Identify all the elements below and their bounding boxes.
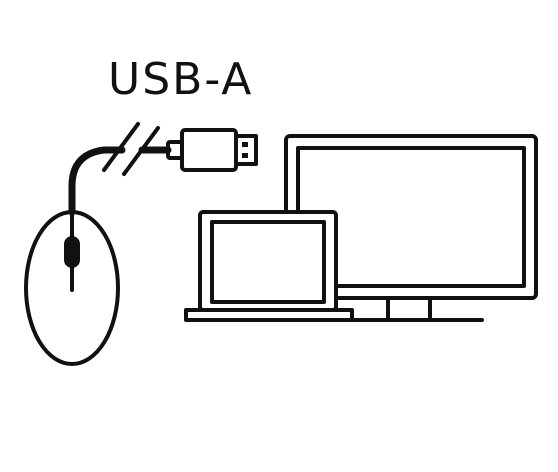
mouse-cable xyxy=(68,146,172,216)
connector-label: USB-A xyxy=(108,54,254,105)
usb-a-plug-icon xyxy=(166,128,258,172)
mouse-icon xyxy=(24,210,120,366)
laptop-icon xyxy=(184,210,354,322)
cable-break-icon xyxy=(102,122,160,176)
